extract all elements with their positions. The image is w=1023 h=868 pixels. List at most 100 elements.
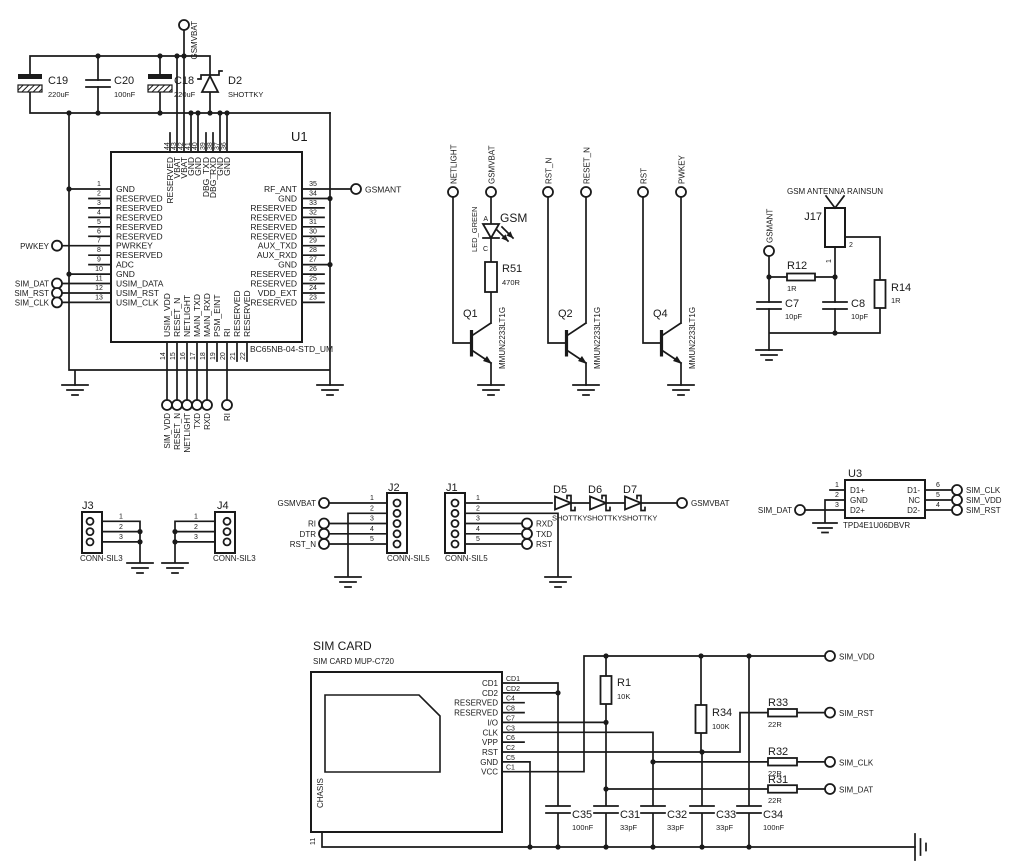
ref-label: C35 — [572, 809, 592, 821]
connector-pin — [450, 519, 460, 528]
pin-number: 21 — [230, 352, 237, 360]
junction-dot — [195, 110, 201, 116]
ref-label: U3 — [848, 468, 862, 480]
value-label: 100nF — [763, 823, 785, 832]
pin-designator: C4 — [506, 696, 515, 703]
cap-plate-hatched-icon — [147, 84, 173, 93]
terminal-rst — [637, 186, 649, 198]
terminal-label: RESET_N — [173, 413, 182, 450]
pin-label: GND — [850, 496, 868, 505]
ref-label: C19 — [48, 75, 68, 87]
pin-label: RESERVED — [250, 269, 297, 279]
connector-pin — [222, 516, 232, 526]
terminal-label: SIM_RST — [966, 506, 1001, 515]
contact-label: VPP — [482, 738, 498, 747]
ref-label: R31 — [768, 774, 788, 786]
contact-label: CD2 — [482, 689, 499, 698]
value-label: SHOTTKY — [228, 90, 263, 99]
contact-label: I/O — [487, 718, 498, 727]
led-emission-arrow — [500, 225, 515, 240]
connector-pin — [450, 529, 460, 539]
pin-number: 29 — [309, 238, 317, 245]
pin-label: RESERVED — [232, 290, 242, 337]
pin-label: MAIN_TXD — [192, 294, 202, 337]
ref-label: J17 — [804, 211, 822, 223]
pin-number: 2 — [476, 506, 480, 513]
terminal-netlight — [447, 186, 459, 198]
resistor-body — [767, 784, 798, 794]
pin-label: RESERVED — [242, 290, 252, 337]
u1-chip-body — [110, 151, 303, 343]
pin-number: 11 — [95, 276, 102, 283]
pin-number: 14 — [160, 352, 167, 360]
cathode-label: C — [483, 246, 488, 253]
ref-label: R51 — [502, 263, 522, 275]
terminal-label: GSMANT — [365, 185, 401, 195]
pin-label: NETLIGHT — [182, 295, 192, 337]
connector-pin — [85, 537, 95, 547]
junction-dot — [699, 749, 705, 755]
pin-number: 5 — [936, 492, 940, 499]
contact-label: RESERVED — [454, 699, 498, 708]
pin-number: 33 — [309, 200, 317, 207]
part-label: CONN-SIL3 — [213, 554, 256, 563]
schottky-diode-icon — [624, 495, 644, 511]
wire — [29, 29, 331, 153]
terminal-label: SIM_CLK — [15, 298, 50, 307]
junction-dot — [603, 653, 609, 659]
pin-label: NC — [908, 496, 920, 505]
antenna-v-icon — [824, 194, 846, 210]
terminal — [181, 399, 193, 411]
cap-symbol-icon — [756, 301, 848, 310]
pin-designator: C7 — [506, 715, 515, 722]
pin-label: RESERVED — [250, 212, 297, 222]
pin-number: 2 — [835, 492, 839, 499]
terminal-label: RST — [536, 540, 552, 549]
pin-number: 3 — [119, 534, 123, 541]
pin-number: 16 — [180, 352, 187, 360]
value-label: 1R — [891, 296, 901, 305]
antenna-body — [824, 207, 846, 248]
value-label: 10K — [617, 692, 630, 701]
ref-label: R12 — [787, 260, 807, 272]
pin-label: VDD_EXT — [258, 288, 297, 298]
terminal-sim-dat — [51, 277, 63, 290]
ground-symbol — [126, 562, 154, 574]
terminal — [318, 497, 330, 509]
cap-plate-hatched-icon — [17, 84, 43, 93]
ref-label: C20 — [114, 75, 134, 87]
terminal-reset-n — [580, 186, 592, 198]
junction-dot — [746, 653, 752, 659]
value-label: 10pF — [785, 312, 803, 321]
pin-number: 1 — [119, 514, 123, 521]
junction-dot — [95, 110, 101, 116]
terminal-label: GSMANT — [766, 209, 775, 243]
ground-symbol — [667, 384, 695, 396]
terminal-sim-vdd — [824, 650, 836, 662]
p in-number: 38 — [207, 142, 214, 150]
resistor-body — [484, 261, 498, 293]
terminal-label: RI — [308, 520, 316, 529]
terminal — [318, 538, 330, 550]
connector-pin — [450, 539, 460, 549]
schottky-bar-icon — [566, 494, 576, 512]
terminal-label: SIM_CLK — [966, 486, 1001, 495]
ref-label: D5 — [553, 484, 567, 496]
pin-number: 37 — [214, 142, 221, 150]
junction-dot — [172, 529, 178, 535]
terminal — [521, 538, 533, 550]
pin-number: 40 — [192, 142, 199, 150]
junction-dot — [650, 844, 656, 850]
junction-dot — [327, 195, 333, 202]
sim-subtitle: SIM CARD MUP-C720 — [313, 657, 394, 666]
terminal — [521, 517, 533, 530]
connector-pin — [222, 537, 232, 547]
pin-designator: CD2 — [506, 686, 520, 693]
pin-number: 12 — [95, 285, 103, 292]
pin-label: RESET_N — [172, 298, 182, 337]
pin-number: 1 — [835, 482, 839, 489]
part-label: MMUN2233LT1G — [593, 307, 602, 369]
chasis-label: CHASIS — [316, 778, 325, 808]
pin-number: 24 — [309, 285, 317, 292]
pin-number: 43 — [171, 142, 178, 150]
